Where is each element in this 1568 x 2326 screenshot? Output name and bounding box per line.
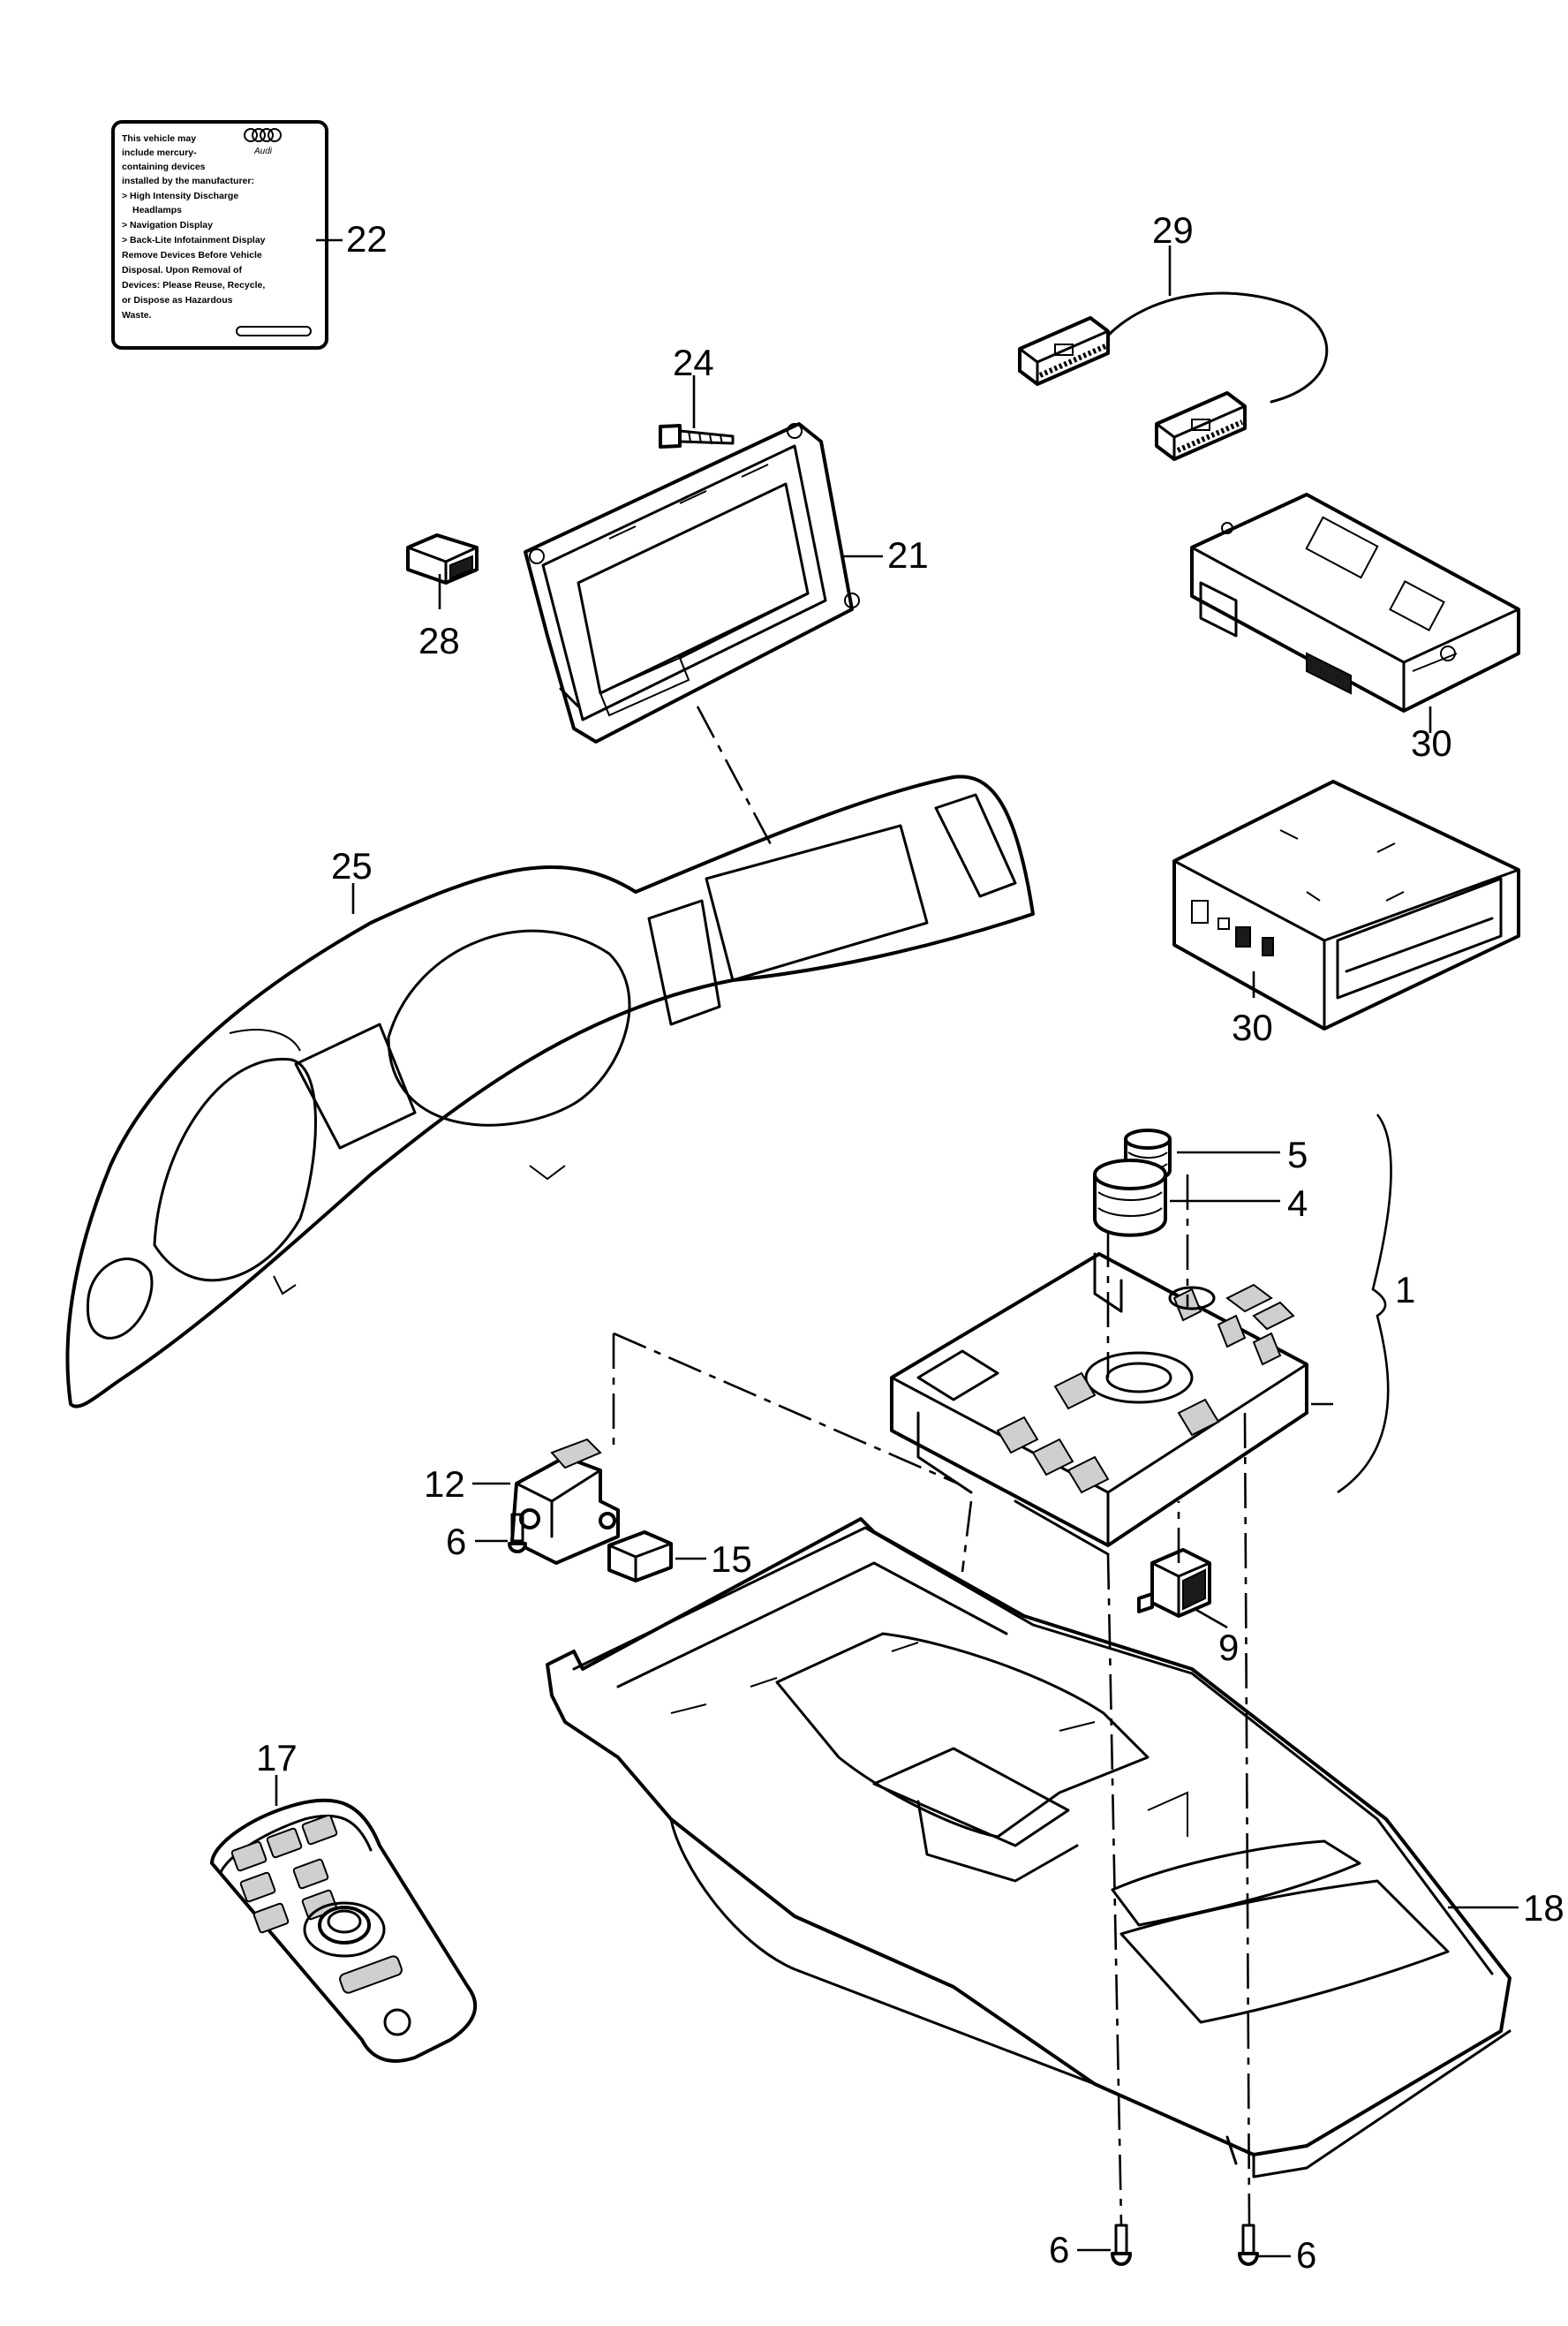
callout-15: 15 bbox=[711, 1538, 752, 1580]
callout-17: 17 bbox=[256, 1737, 298, 1778]
part-12-switch-bracket bbox=[510, 1438, 620, 1565]
part-30-control-unit-upper bbox=[1190, 493, 1520, 713]
part-6-screw-a bbox=[508, 1513, 527, 1553]
label-line-3: containing devices bbox=[122, 162, 206, 172]
callout-18: 18 bbox=[1523, 1887, 1564, 1929]
part-1-mmi-control-panel bbox=[890, 1252, 1308, 1556]
leader-lines bbox=[275, 238, 1519, 2258]
label-brand: Audi bbox=[253, 147, 273, 156]
label-line-8: > Back-Lite Infotainment Display bbox=[122, 235, 266, 245]
part-15-clip bbox=[607, 1530, 673, 1582]
callout-6-left: 6 bbox=[446, 1521, 466, 1562]
callout-22: 22 bbox=[346, 218, 388, 260]
callout-numbers: 22 29 24 21 28 25 30 30 5 4 1 9 12 6 15 … bbox=[256, 209, 1564, 2276]
label-barcode-box bbox=[236, 326, 312, 336]
callout-30-lower: 30 bbox=[1232, 1007, 1273, 1048]
label-line-1: This vehicle may bbox=[122, 133, 196, 144]
part-6-screw-b bbox=[1111, 2224, 1132, 2266]
callout-12: 12 bbox=[424, 1463, 465, 1505]
callout-9: 9 bbox=[1218, 1627, 1239, 1668]
part-25-dashboard-trim bbox=[65, 774, 1035, 1408]
part-28-connector bbox=[406, 533, 479, 585]
callout-28: 28 bbox=[418, 620, 460, 661]
callout-6-bottom-right: 6 bbox=[1296, 2234, 1316, 2276]
part-17-remote-control bbox=[210, 1798, 478, 2063]
label-line-6: Headlamps bbox=[132, 205, 182, 215]
label-line-13: Waste. bbox=[122, 310, 152, 321]
part-6-screw-c bbox=[1238, 2224, 1259, 2266]
label-line-11: Devices: Please Reuse, Recycle, bbox=[122, 280, 265, 291]
label-line-7: > Navigation Display bbox=[122, 220, 213, 230]
callout-24: 24 bbox=[673, 342, 714, 383]
part-29-adapter-cable bbox=[1018, 291, 1329, 461]
callout-29: 29 bbox=[1152, 209, 1194, 251]
callout-30-upper: 30 bbox=[1411, 722, 1452, 764]
callout-21: 21 bbox=[887, 534, 929, 576]
callout-4: 4 bbox=[1287, 1182, 1308, 1224]
label-line-9: Remove Devices Before Vehicle bbox=[122, 250, 262, 261]
label-line-12: or Dispose as Hazardous bbox=[122, 295, 233, 306]
part-21-display-unit bbox=[524, 422, 860, 744]
label-line-2: include mercury- bbox=[122, 147, 197, 158]
part-24-screw bbox=[659, 424, 735, 449]
part-22-warning-label: Audi This vehicle may include mercury- c… bbox=[111, 120, 328, 350]
label-line-5: > High Intensity Discharge bbox=[122, 191, 238, 201]
part-30-media-unit-lower bbox=[1172, 780, 1520, 1031]
label-line-10: Disposal. Upon Removal of bbox=[122, 265, 242, 276]
part-4-rotary-knob bbox=[1093, 1159, 1167, 1237]
callout-6-bottom-left: 6 bbox=[1049, 2229, 1069, 2270]
callout-1: 1 bbox=[1395, 1269, 1415, 1310]
callout-25: 25 bbox=[331, 845, 373, 887]
assembly-lines bbox=[612, 706, 1251, 2226]
part-18-center-console bbox=[546, 1517, 1511, 2179]
callout-5: 5 bbox=[1287, 1134, 1308, 1175]
label-line-4: installed by the manufacturer: bbox=[122, 176, 254, 186]
part-9-connector bbox=[1137, 1548, 1211, 1618]
audi-rings-logo bbox=[244, 128, 282, 142]
